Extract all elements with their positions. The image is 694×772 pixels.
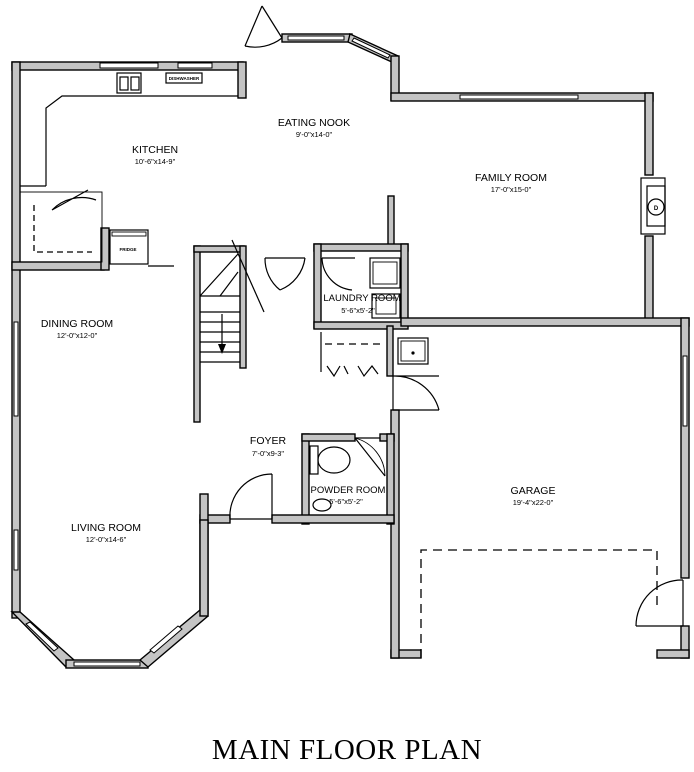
wall-bay-right-vert xyxy=(199,519,209,617)
window-bay-right xyxy=(149,625,183,654)
doors xyxy=(51,5,684,627)
window-kitchen-top xyxy=(99,62,159,69)
wall-garage-bottom-right xyxy=(656,649,690,659)
wall-laundry-right xyxy=(400,243,409,327)
wall-garage-right xyxy=(680,317,690,579)
toilet-tank xyxy=(309,445,319,475)
dishwasher-label: DISHWASHER xyxy=(169,76,200,81)
room-name-powder-room: POWDER ROOM xyxy=(311,485,386,496)
wall-family-right-upper xyxy=(644,92,654,176)
room-dims-living-room: 12'-0"x14-6" xyxy=(86,535,127,544)
floor-plan: DISHWASHER FRIDGE xyxy=(10,5,690,669)
room-name-living-room: LIVING ROOM xyxy=(71,522,141,534)
room-name-dining-room: DINING ROOM xyxy=(41,318,113,330)
staircase xyxy=(199,239,265,363)
fridge-label: FRIDGE xyxy=(119,247,136,252)
room-name-laundry-room: LAUNDRY ROOM xyxy=(323,293,400,304)
vanity-sink xyxy=(312,498,332,512)
room-name-garage: GARAGE xyxy=(511,485,556,497)
room-dims-garage: 19'-4"x22-0" xyxy=(513,498,554,507)
door-powder xyxy=(354,437,386,477)
wall-kitchen-top-right xyxy=(237,61,247,99)
laundry-sink xyxy=(397,337,429,365)
room-name-foyer: FOYER xyxy=(250,435,287,447)
window-dining-left xyxy=(13,321,19,417)
laundry-fixtures xyxy=(320,257,429,378)
room-dims-eating-nook: 9'-0"x14-0" xyxy=(296,130,333,139)
wall-front-foyer-right xyxy=(271,514,395,524)
door-nook-top xyxy=(244,5,283,48)
wall-powder-left xyxy=(301,433,310,525)
plan-title: MAIN FLOOR PLAN xyxy=(211,734,483,766)
walls xyxy=(10,33,690,669)
wall-mud-left xyxy=(386,325,394,377)
wall-family-right-lower xyxy=(644,235,654,325)
kitchen-counter xyxy=(45,95,238,186)
sink xyxy=(116,72,142,94)
toilet-bowl xyxy=(317,446,351,474)
pantry xyxy=(19,191,103,263)
closet-bifold xyxy=(326,365,379,378)
wall-laundry-bottom xyxy=(313,321,409,330)
dryer xyxy=(371,293,401,319)
window-family-top xyxy=(459,94,579,100)
window-living-left xyxy=(13,529,19,571)
powder-fixtures xyxy=(309,445,351,512)
wall-kitchen-dining xyxy=(11,261,105,271)
wall-laundry-top xyxy=(313,243,409,252)
wall-kitchen-counter-right xyxy=(100,227,110,271)
wall-nook-partition xyxy=(387,195,395,247)
room-dims-foyer: 7'-0"x9-3" xyxy=(252,449,285,458)
window-garage-right xyxy=(682,355,688,427)
wall-stair-left xyxy=(193,245,201,423)
room-dims-powder-room: 5'-6"x5'-2" xyxy=(329,497,363,506)
door-garage-side xyxy=(635,579,684,627)
window-nook-top xyxy=(287,35,345,41)
fridge xyxy=(109,229,149,265)
door-front xyxy=(229,473,273,520)
window-nook-diagonal xyxy=(351,37,391,59)
window-bay-bottom xyxy=(73,661,141,667)
windows xyxy=(13,35,688,667)
stair-arrow-head xyxy=(218,344,226,354)
fireplace: D xyxy=(640,177,666,235)
wall-powder-right xyxy=(386,433,395,525)
room-name-kitchen: KITCHEN xyxy=(132,144,178,156)
room-dims-dining-room: 12'-0"x12-0" xyxy=(57,331,98,340)
svg-text:D: D xyxy=(654,206,659,212)
wall-stair-right xyxy=(239,245,247,369)
wall-laundry-left xyxy=(313,243,322,329)
window-bay-left xyxy=(25,621,59,652)
door-laundry xyxy=(321,257,355,291)
wall-bay-right xyxy=(138,609,210,668)
wall-powder-top xyxy=(301,433,356,442)
room-dims-laundry-room: 5'-6"x5'-2" xyxy=(341,306,375,315)
wall-garage-top xyxy=(400,317,690,327)
door-garage-entry xyxy=(392,375,440,411)
fireplace-flue xyxy=(647,198,665,216)
door-stair-closet xyxy=(264,257,305,291)
door-pantry xyxy=(51,189,97,211)
garage-door-outline xyxy=(420,549,658,658)
stair-break-line xyxy=(231,239,265,313)
room-name-family-room: FAMILY ROOM xyxy=(475,172,547,184)
room-labels: KITCHEN 10'-6"x14-9" EATING NOOK 9'-0"x1… xyxy=(41,117,556,544)
washer xyxy=(369,257,401,289)
kitchen-fixtures: DISHWASHER FRIDGE xyxy=(19,72,238,267)
room-name-eating-nook: EATING NOOK xyxy=(278,117,350,129)
window-kitchen-top-2 xyxy=(177,62,213,69)
room-dims-family-room: 17'-0"x15-0" xyxy=(491,185,532,194)
room-dims-kitchen: 10'-6"x14-9" xyxy=(135,157,176,166)
dishwasher xyxy=(165,72,203,84)
